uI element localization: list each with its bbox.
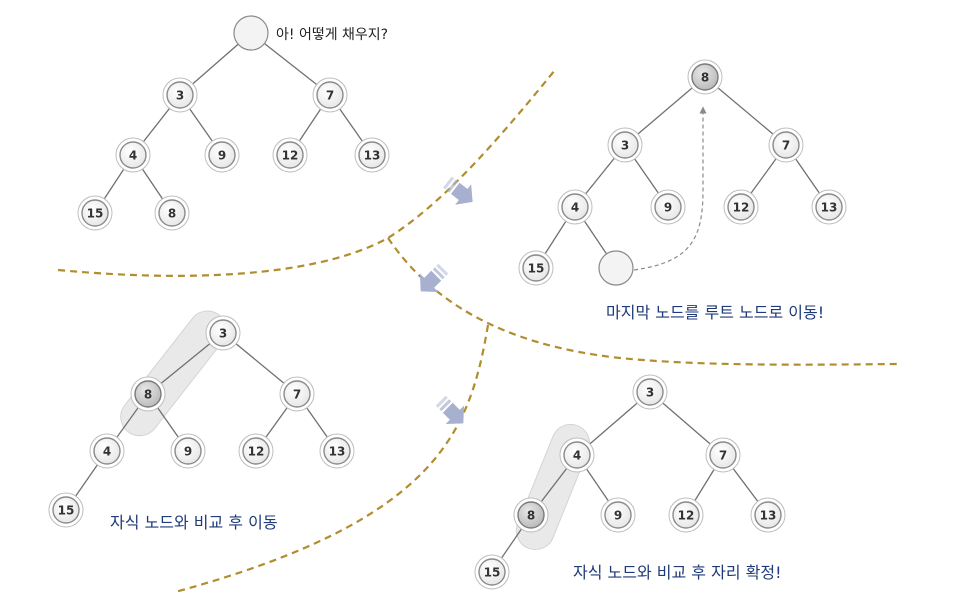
tree-node: 4 xyxy=(89,433,125,469)
tree-node: 9 xyxy=(170,433,206,469)
tree-node: 13 xyxy=(354,137,390,173)
step3-tree: 3 8 7 4 9 12 13 15 자식 노드와 비교 후 이동 xyxy=(48,310,355,532)
tree-node: 9 xyxy=(650,189,686,225)
tree-node: 3 xyxy=(205,315,241,351)
tree-node: 15 xyxy=(474,554,510,590)
node-label: 9 xyxy=(184,445,192,459)
tree-node-highlighted: 8 xyxy=(687,59,723,95)
tree-node: 3 xyxy=(607,127,643,163)
tree-node-highlighted: 8 xyxy=(513,497,549,533)
tree-node: 15 xyxy=(48,492,84,528)
tree-node: 8 xyxy=(154,195,190,231)
empty-last-node xyxy=(598,250,634,286)
node-label: 9 xyxy=(218,149,226,163)
tree-edge xyxy=(704,76,787,146)
node-label: 4 xyxy=(571,201,579,215)
tree-node: 12 xyxy=(238,433,274,469)
node-label: 4 xyxy=(103,445,111,459)
node-label: 8 xyxy=(701,71,709,85)
node-label: 15 xyxy=(484,566,501,580)
node-label: 15 xyxy=(528,262,545,276)
node-label: 9 xyxy=(664,201,672,215)
node-label: 3 xyxy=(621,139,629,153)
step2-caption: 마지막 노드를 루트 노드로 이동! xyxy=(606,303,824,322)
tree-node: 7 xyxy=(279,376,315,412)
node-label: 12 xyxy=(678,509,695,523)
node-label: 13 xyxy=(329,445,346,459)
node-label: 9 xyxy=(614,509,622,523)
step-arrow-icon xyxy=(419,263,449,293)
node-label: 15 xyxy=(87,207,104,221)
divider-curve-middle xyxy=(387,237,899,366)
tree-node: 15 xyxy=(77,195,113,231)
tree-node-highlighted: 8 xyxy=(130,376,166,412)
node-label: 12 xyxy=(248,445,265,459)
node-label: 7 xyxy=(719,449,727,463)
node-label: 3 xyxy=(219,327,227,341)
node-label: 4 xyxy=(573,449,581,463)
tree-node: 9 xyxy=(204,137,240,173)
node-label: 7 xyxy=(326,89,334,103)
node-label: 7 xyxy=(782,139,790,153)
step-arrow-icon xyxy=(435,395,465,425)
divider-curve-top xyxy=(57,69,556,277)
node-label: 4 xyxy=(129,149,137,163)
node-label: 12 xyxy=(282,149,299,163)
tree-node: 13 xyxy=(319,433,355,469)
node-label: 13 xyxy=(760,509,777,523)
node-label: 15 xyxy=(58,504,75,518)
tree-node: 3 xyxy=(162,77,198,113)
tree-node: 4 xyxy=(557,189,593,225)
step4-tree: 3 4 7 8 9 12 13 15 자식 노드와 비교 후 자리 확정! xyxy=(474,374,786,590)
node-label: 7 xyxy=(293,388,301,402)
question-text: 아! 어떻게 채우지? xyxy=(276,27,388,43)
step-arrow-icon xyxy=(443,176,473,205)
tree-node: 12 xyxy=(668,497,704,533)
tree-node: 13 xyxy=(750,497,786,533)
node-label: 8 xyxy=(144,388,152,402)
node-label: 8 xyxy=(527,509,535,523)
tree-node: 4 xyxy=(559,437,595,473)
tree-node: 3 xyxy=(632,374,668,410)
tree-node: 9 xyxy=(600,497,636,533)
tree-node: 13 xyxy=(811,189,847,225)
step2-tree: 8 3 7 4 9 12 13 15 마지막 노드를 루트 노드로 이동! xyxy=(518,59,847,322)
divider-curve-bottom xyxy=(174,324,490,594)
move-to-root-arrow xyxy=(633,106,707,271)
tree-node: 15 xyxy=(518,250,554,286)
tree-node: 7 xyxy=(705,437,741,473)
step4-caption: 자식 노드와 비교 후 자리 확정! xyxy=(573,563,781,582)
tree-node: 7 xyxy=(312,77,348,113)
node-label: 8 xyxy=(168,207,176,221)
node-label: 3 xyxy=(646,386,654,400)
step1-tree: 아! 어떻게 채우지? 3 7 4 9 12 13 15 8 xyxy=(77,15,390,231)
node-label: 13 xyxy=(364,149,381,163)
step3-caption: 자식 노드와 비교 후 이동 xyxy=(110,513,278,532)
tree-node: 12 xyxy=(272,137,308,173)
tree-node: 7 xyxy=(768,127,804,163)
node-label: 13 xyxy=(821,201,838,215)
empty-root-node xyxy=(233,15,269,51)
tree-node: 4 xyxy=(115,137,151,173)
node-label: 12 xyxy=(733,201,750,215)
tree-node: 12 xyxy=(723,189,759,225)
node-label: 3 xyxy=(176,89,184,103)
